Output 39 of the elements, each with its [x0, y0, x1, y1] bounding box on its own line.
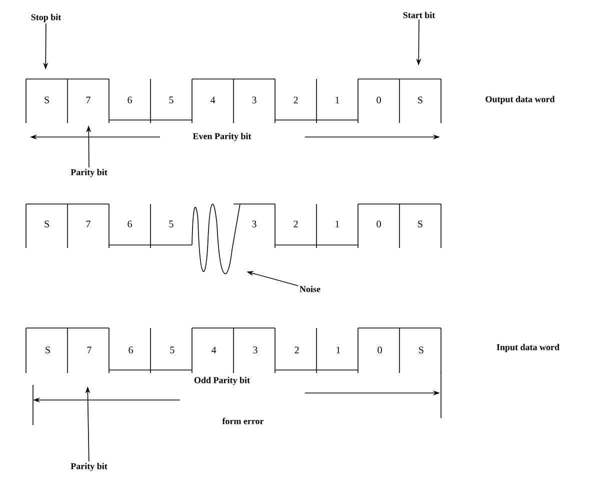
bit-label: 0	[378, 346, 382, 354]
annotation: form error	[221, 416, 265, 426]
bit-label: 5	[169, 96, 174, 104]
bit-label: 0	[376, 96, 381, 104]
bit-label: 6	[128, 96, 132, 104]
bit-label: 5	[169, 220, 174, 228]
bit-label: 5	[170, 346, 174, 354]
bit-label: 6	[128, 346, 133, 354]
bit-label: S	[419, 346, 424, 354]
bit-label: 3	[252, 220, 256, 228]
bit-label: 4	[212, 346, 216, 354]
bit-label: 6	[128, 220, 132, 228]
annotation: Stop bit	[31, 14, 62, 22]
annotation: Even Parity bit	[192, 132, 252, 142]
bit-label: S	[44, 96, 49, 104]
bit-label: 4	[210, 96, 216, 104]
bit-label: 7	[86, 96, 90, 104]
bit-label: 3	[252, 96, 256, 104]
bit-label: 3	[253, 346, 258, 354]
bit-label: 1	[336, 96, 340, 104]
bit-label: 0	[376, 220, 381, 228]
annotation: Input data word	[496, 342, 560, 354]
bit-label: 1	[336, 346, 340, 354]
annotation: Start bit	[403, 12, 436, 18]
bit-label: 7	[87, 346, 92, 354]
bit-label: S	[44, 220, 49, 228]
bit-label: S	[418, 96, 422, 104]
bit-label: S	[418, 220, 422, 228]
bit-label: 2	[294, 96, 298, 104]
bit-label: 2	[294, 346, 299, 354]
annotation: Parity bit	[70, 168, 108, 178]
annotation: Odd Parity bit	[193, 376, 251, 386]
bit-label: 7	[86, 220, 90, 228]
annotation: Parity bit	[70, 462, 108, 472]
annotation: Output data word	[484, 94, 556, 106]
bit-label: 1	[336, 220, 340, 228]
bit-label: 2	[294, 220, 298, 228]
annotation: Noise	[300, 286, 320, 292]
bit-label: S	[46, 346, 50, 354]
